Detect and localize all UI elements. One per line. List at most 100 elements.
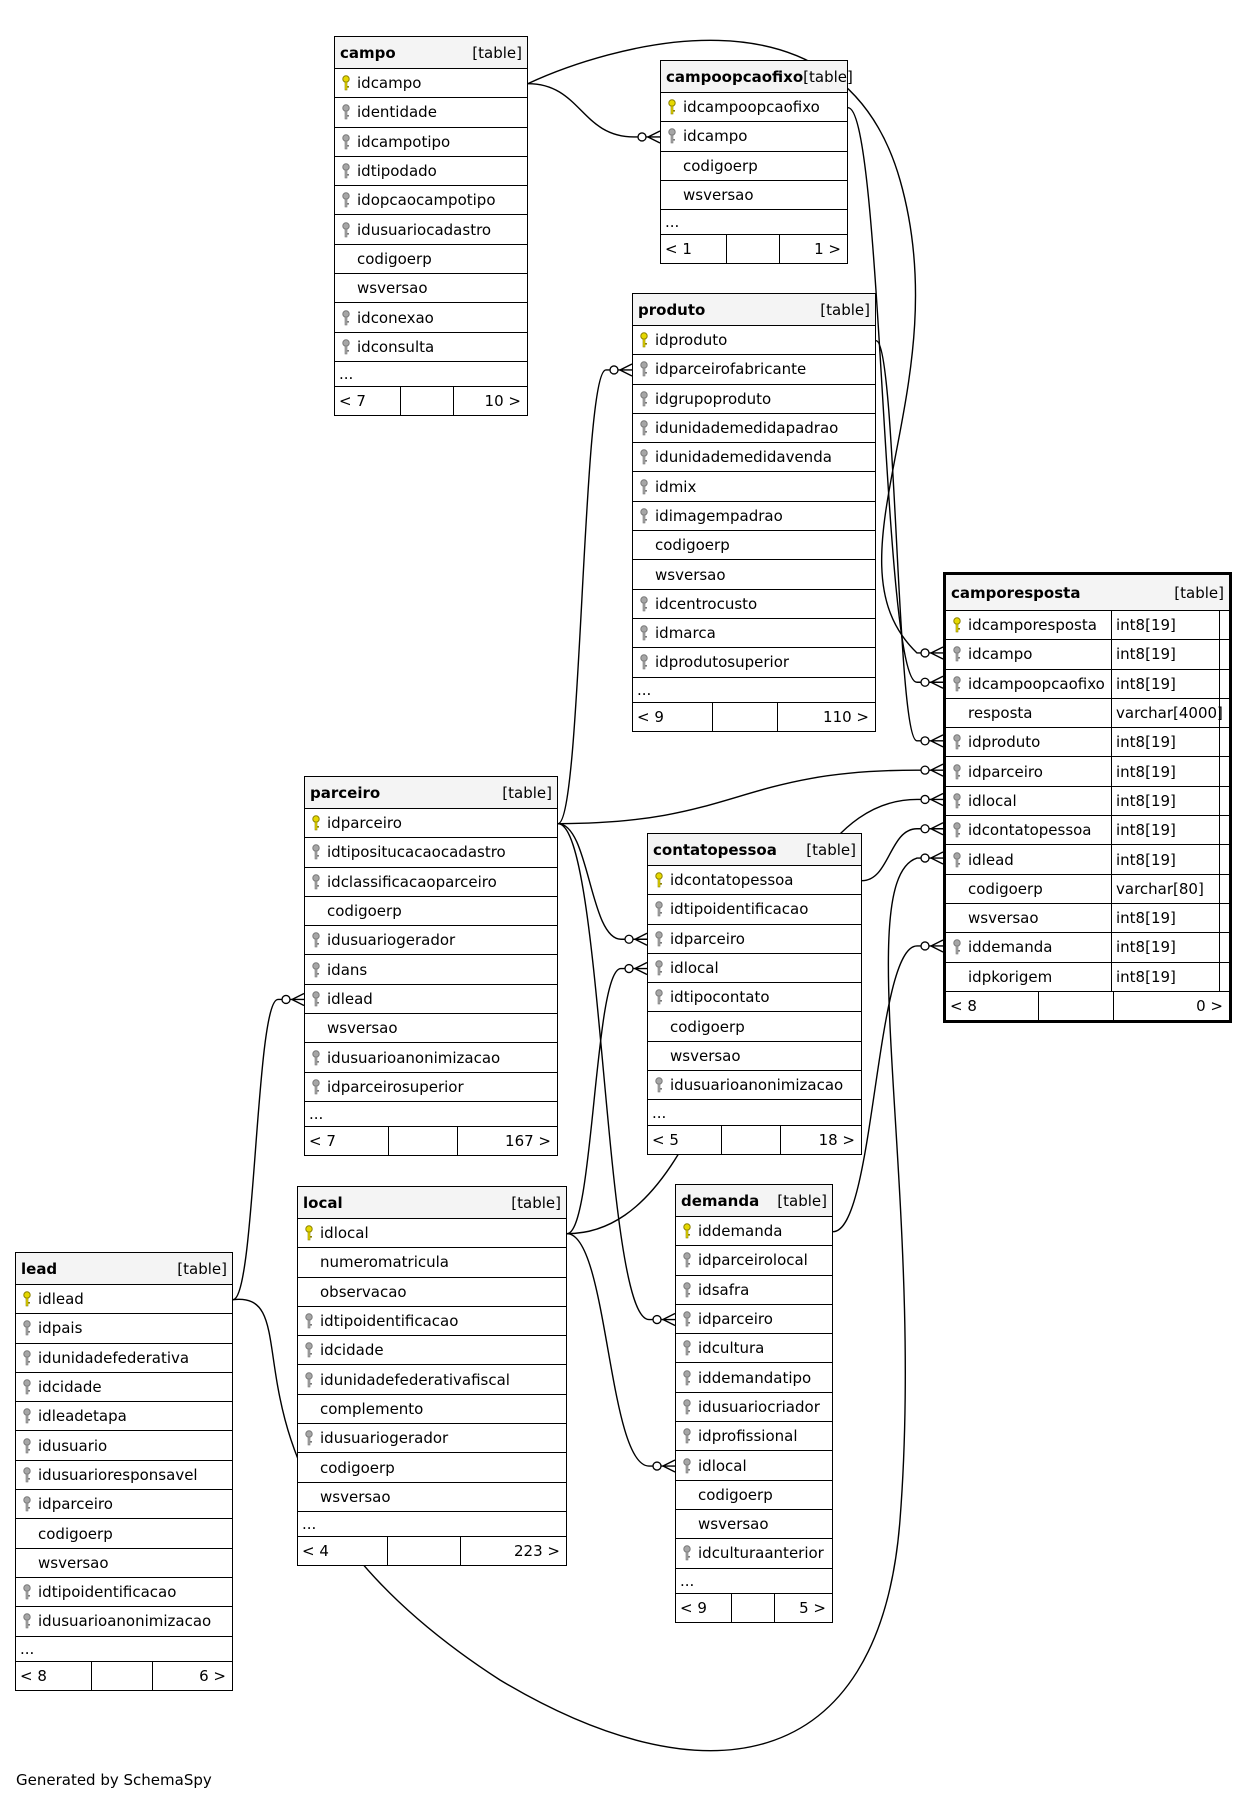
parent-count[interactable]: < 7 [339, 392, 366, 411]
column-row-idopcaocampotipo[interactable]: idopcaocampotipo [335, 186, 527, 216]
column-row-idusuarioanonimizacao[interactable]: idusuarioanonimizacao [305, 1043, 557, 1073]
column-row-idcidade[interactable]: idcidade [298, 1336, 566, 1366]
column-row-idparceirolocal[interactable]: idparceirolocal [676, 1246, 832, 1276]
parent-count[interactable]: < 9 [680, 1598, 707, 1617]
column-row-idparceiro[interactable]: idparceiro [648, 925, 861, 954]
column-row-idcampo[interactable]: idcampo [661, 122, 847, 152]
column-row-idunidadefederativafiscal[interactable]: idunidadefederativafiscal [298, 1365, 566, 1395]
column-row-idparceirofabricante[interactable]: idparceirofabricante [633, 355, 875, 385]
column-row-codigoerp[interactable]: codigoerp [633, 531, 875, 561]
column-row-identidade[interactable]: identidade [335, 98, 527, 128]
column-row-idusuariogerador[interactable]: idusuariogerador [298, 1424, 566, 1454]
table-header[interactable]: demanda[table] [676, 1185, 832, 1217]
column-row-wsversao[interactable]: wsversao [335, 274, 527, 304]
parent-count[interactable]: < 1 [665, 240, 692, 259]
column-row-idconsulta[interactable]: idconsulta [335, 333, 527, 362]
parent-count[interactable]: < 8 [20, 1666, 47, 1685]
column-row-idimagempadrao[interactable]: idimagempadrao [633, 502, 875, 532]
column-row-codigoerp[interactable]: codigoerp [298, 1453, 566, 1483]
column-row-wsversao[interactable]: wsversao [661, 181, 847, 211]
column-row-idunidademedidapadrao[interactable]: idunidademedidapadrao [633, 414, 875, 444]
parent-count[interactable]: < 4 [302, 1542, 329, 1561]
column-row-wsversao[interactable]: wsversao [676, 1510, 832, 1540]
column-row-idlead[interactable]: idlead [305, 985, 557, 1015]
column-row-idtipositucacaocadastro[interactable]: idtipositucacaocadastro [305, 838, 557, 868]
table-header[interactable]: parceiro[table] [305, 777, 557, 809]
column-row-wsversao[interactable]: wsversao [633, 560, 875, 590]
column-row-idmix[interactable]: idmix [633, 472, 875, 502]
column-row-idusuarioresponsavel[interactable]: idusuarioresponsavel [16, 1461, 232, 1491]
table-header[interactable]: campo[table] [335, 37, 527, 69]
child-count[interactable]: 18 > [818, 1130, 855, 1149]
table-header[interactable]: local[table] [298, 1187, 566, 1219]
column-row-idusuariogerador[interactable]: idusuariogerador [305, 926, 557, 956]
parent-count[interactable]: < 7 [309, 1132, 336, 1151]
parent-count[interactable]: < 5 [652, 1130, 679, 1149]
column-row-idcidade[interactable]: idcidade [16, 1373, 232, 1403]
table-header[interactable]: contatopessoa[table] [648, 834, 861, 866]
child-count[interactable]: 10 > [484, 392, 521, 411]
column-row-idlead[interactable]: idlead [16, 1285, 232, 1315]
column-row-idcampotipo[interactable]: idcampotipo [335, 128, 527, 157]
column-row-idsafra[interactable]: idsafra [676, 1276, 832, 1305]
parent-count[interactable]: < 8 [950, 996, 977, 1015]
column-row-idtipocontato[interactable]: idtipocontato [648, 983, 861, 1013]
column-row-idconexao[interactable]: idconexao [335, 303, 527, 333]
column-row-idtipoidentificacao[interactable]: idtipoidentificacao [648, 895, 861, 925]
column-row-idlocal[interactable]: idlocal [676, 1451, 832, 1481]
column-row-idcentrocusto[interactable]: idcentrocusto [633, 590, 875, 619]
parent-count[interactable]: < 9 [637, 707, 664, 726]
child-count[interactable]: 0 > [1196, 996, 1223, 1015]
column-row-idprofissional[interactable]: idprofissional [676, 1422, 832, 1452]
column-row-wsversao[interactable]: wsversao [305, 1014, 557, 1044]
column-row-idunidadefederativa[interactable]: idunidadefederativa [16, 1344, 232, 1373]
column-row-idans[interactable]: idans [305, 955, 557, 985]
column-row-idtipoidentificacao[interactable]: idtipoidentificacao [298, 1307, 566, 1337]
column-row-idclassificacaoparceiro[interactable]: idclassificacaoparceiro [305, 868, 557, 897]
column-row-idcultura[interactable]: idcultura [676, 1334, 832, 1364]
column-row-idpais[interactable]: idpais [16, 1314, 232, 1344]
column-row-iddemanda[interactable]: iddemanda [676, 1217, 832, 1247]
child-count[interactable]: 5 > [799, 1598, 826, 1617]
column-row-idmarca[interactable]: idmarca [633, 619, 875, 649]
child-count[interactable]: 6 > [199, 1666, 226, 1685]
column-row-idculturaanterior[interactable]: idculturaanterior [676, 1539, 832, 1569]
column-row-codigoerp[interactable]: codigoerp [16, 1519, 232, 1549]
column-row-idgrupoproduto[interactable]: idgrupoproduto [633, 385, 875, 414]
column-row-idcampoopcaofixo[interactable]: idcampoopcaofixo [661, 93, 847, 123]
table-header[interactable]: lead[table] [16, 1253, 232, 1285]
column-row-idusuarioanonimizacao[interactable]: idusuarioanonimizacao [648, 1071, 861, 1101]
column-row-idproduto[interactable]: idproduto [633, 326, 875, 356]
column-row-idparceirosuperior[interactable]: idparceirosuperior [305, 1073, 557, 1102]
column-row-idtipoidentificacao[interactable]: idtipoidentificacao [16, 1578, 232, 1608]
child-count[interactable]: 223 > [514, 1542, 560, 1561]
child-count[interactable]: 110 > [823, 707, 869, 726]
column-row-idparceiro[interactable]: idparceiro [16, 1490, 232, 1520]
column-row-idunidademedidavenda[interactable]: idunidademedidavenda [633, 443, 875, 473]
column-row-idlocal[interactable]: idlocal [648, 954, 861, 984]
column-row-wsversao[interactable]: wsversao [298, 1483, 566, 1512]
column-row-numeromatricula[interactable]: numeromatricula [298, 1248, 566, 1278]
column-row-codigoerp[interactable]: codigoerp [676, 1481, 832, 1510]
column-row-iddemandatipo[interactable]: iddemandatipo [676, 1363, 832, 1393]
column-row-idcampo[interactable]: idcampo [335, 69, 527, 99]
column-row-codigoerp[interactable]: codigoerp [661, 152, 847, 181]
column-row-idparceiro[interactable]: idparceiro [305, 809, 557, 839]
